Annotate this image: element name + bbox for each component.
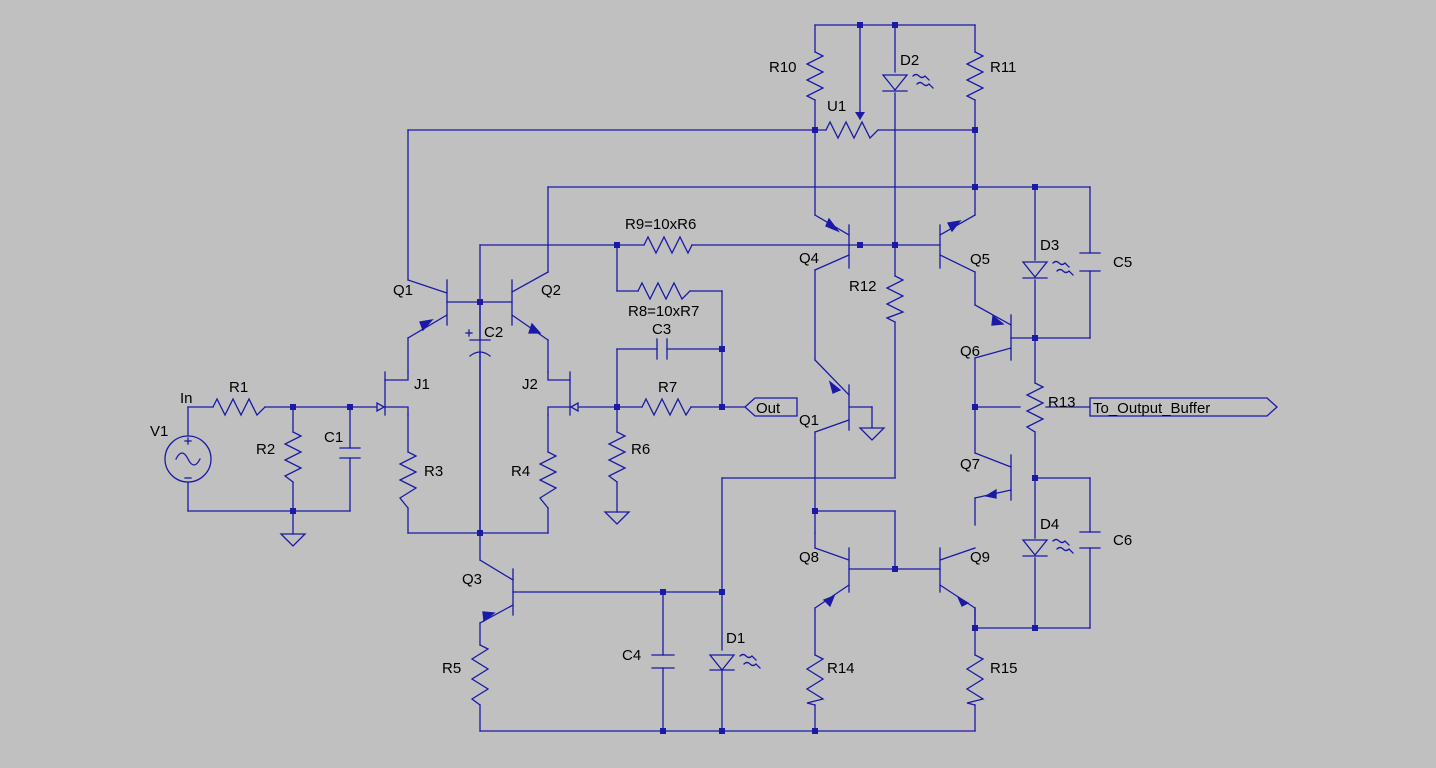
led-d2[interactable] [881, 73, 934, 92]
label-r12: R12 [849, 278, 877, 295]
resistor-r9[interactable] [643, 235, 693, 255]
label-d1: D1 [726, 630, 745, 647]
resistor-r12[interactable] [885, 275, 905, 323]
transistor-q3[interactable] [479, 559, 514, 624]
resistor-r2[interactable] [283, 431, 303, 483]
jfet-j2[interactable] [547, 371, 579, 416]
potentiometer-wiper-arrow [855, 111, 865, 120]
net-label-in: In [180, 390, 193, 407]
label-c5: C5 [1113, 254, 1132, 271]
transistor-q1-left[interactable] [407, 279, 448, 339]
label-v1: V1 [150, 423, 168, 440]
resistor-r10[interactable] [805, 51, 825, 101]
label-q5: Q5 [970, 251, 990, 268]
transistor-q9[interactable] [939, 547, 976, 609]
label-r3: R3 [424, 463, 443, 480]
capacitor-c2[interactable] [465, 329, 491, 357]
resistor-r1[interactable] [212, 397, 266, 417]
net-flag-out [744, 397, 798, 417]
transistor-q2[interactable] [511, 271, 549, 341]
junction-dots [290, 22, 1038, 734]
label-j1: J1 [414, 376, 430, 393]
transistor-q8[interactable] [814, 547, 850, 609]
label-j2: J2 [522, 376, 538, 393]
ground-symbol [858, 427, 886, 441]
label-q7: Q7 [960, 456, 980, 473]
label-r13: R13 [1048, 394, 1076, 411]
label-r10: R10 [769, 59, 797, 76]
resistor-r7[interactable] [641, 397, 692, 417]
resistor-r3[interactable] [398, 451, 418, 509]
label-q1-left: Q1 [393, 282, 413, 299]
label-q3: Q3 [462, 571, 482, 588]
net-label-to-output-buffer: To_Output_Buffer [1093, 400, 1210, 417]
label-d3: D3 [1040, 237, 1059, 254]
label-r8: R8=10xR7 [628, 303, 699, 320]
transistor-q7[interactable] [974, 452, 1012, 501]
capacitor-c5[interactable] [1079, 252, 1101, 272]
label-r4: R4 [511, 463, 530, 480]
transistor-q4[interactable] [814, 214, 850, 271]
net-flag-to-output-buffer [1089, 397, 1278, 417]
label-r11: R11 [990, 59, 1016, 76]
label-r9: R9=10xR6 [625, 216, 696, 233]
ground-symbol [279, 533, 307, 547]
capacitor-c1[interactable] [339, 447, 361, 459]
capacitor-c6[interactable] [1079, 531, 1101, 549]
net-label-out: Out [756, 400, 781, 417]
wire-network [187, 24, 1091, 732]
label-c4: C4 [622, 647, 641, 664]
resistor-r14[interactable] [805, 654, 825, 706]
label-q2: Q2 [541, 282, 561, 299]
label-r5: R5 [442, 660, 461, 677]
label-q6: Q6 [960, 343, 980, 360]
voltage-source-v1[interactable] [164, 435, 212, 483]
jfet-j1[interactable] [376, 371, 409, 416]
led-d1[interactable] [708, 653, 761, 672]
transistor-q6[interactable] [974, 304, 1012, 361]
ground-symbol [603, 511, 631, 525]
transistor-q1-right[interactable] [814, 359, 850, 433]
label-d2: D2 [900, 52, 919, 69]
resistor-r8[interactable] [637, 281, 691, 301]
label-r6: R6 [631, 441, 650, 458]
label-c3: C3 [652, 321, 671, 338]
led-d3[interactable] [1021, 260, 1074, 279]
resistor-r11[interactable] [965, 51, 985, 101]
label-c2: C2 [484, 324, 503, 341]
label-r14: R14 [827, 660, 855, 677]
transistor-q5[interactable] [939, 214, 976, 273]
label-r15: R15 [990, 660, 1018, 677]
label-r2: R2 [256, 441, 275, 458]
capacitor-c4[interactable] [651, 654, 675, 669]
label-r1: R1 [229, 379, 248, 396]
resistor-r15[interactable] [965, 654, 985, 706]
label-c1: C1 [324, 429, 343, 446]
led-d4[interactable] [1021, 538, 1074, 557]
label-r7: R7 [658, 379, 677, 396]
capacitor-c3[interactable] [656, 338, 668, 360]
resistor-r4[interactable] [538, 451, 558, 509]
label-c6: C6 [1113, 532, 1132, 549]
potentiometer-u1[interactable] [825, 120, 879, 140]
label-q1-right: Q1 [799, 412, 819, 429]
label-u1: U1 [827, 98, 846, 115]
resistor-r6[interactable] [607, 431, 627, 483]
label-q4: Q4 [799, 250, 819, 267]
label-q8: Q8 [799, 549, 819, 566]
label-d4: D4 [1040, 516, 1059, 533]
resistor-r5[interactable] [470, 644, 490, 706]
label-q9: Q9 [970, 549, 990, 566]
resistor-r13[interactable] [1025, 382, 1045, 433]
